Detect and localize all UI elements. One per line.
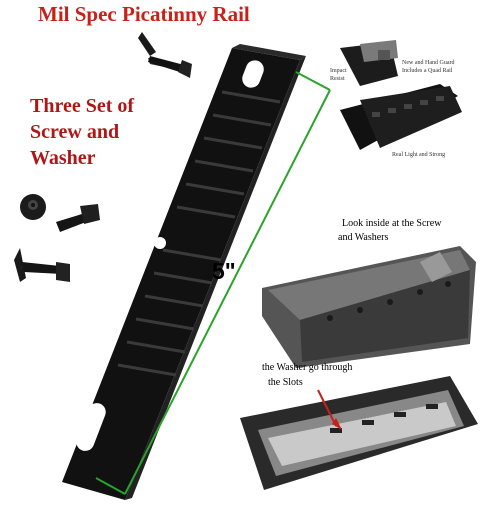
handguard-inside-photo (262, 246, 476, 368)
accessory-heading-line-3: Washer (30, 147, 96, 169)
screw-bottom (14, 248, 70, 282)
rail-slot-bottom (76, 403, 106, 451)
caption-washer-2: the Slots (268, 377, 303, 388)
caption-resist: Resist (330, 76, 345, 82)
caption-quad-rail: Includes a Quad Rail (402, 68, 453, 74)
handguard-photo-top (340, 40, 398, 86)
rail-center-hole (154, 237, 166, 249)
accessory-heading-line-2: Screw and (30, 121, 120, 143)
handguard-photo-middle (340, 84, 462, 150)
length-measure-line (124, 89, 331, 495)
screw-middle (56, 204, 100, 232)
rail-slot-top (242, 60, 264, 88)
washer-slot-photo (240, 376, 478, 490)
page-title: Mil Spec Picatinny Rail (38, 2, 250, 26)
caption-washer-1: the Washer go through (262, 362, 353, 373)
caption-strong: Real Light and Strong (392, 152, 446, 158)
washer-left (20, 194, 46, 220)
caption-look-inside-1: Look inside at the Screw (342, 218, 442, 229)
picatinny-rail (62, 44, 306, 500)
caption-impact: Impact (330, 68, 347, 74)
length-label: 5" (212, 258, 236, 284)
caption-look-inside-2: and Washers (338, 232, 389, 243)
accessory-heading: Three Set of Screw and Washer (30, 93, 190, 171)
screw-top (138, 32, 192, 78)
accessory-heading-line-1: Three Set of (30, 95, 135, 117)
caption-new-handguard: New and Hand Guard (402, 60, 455, 66)
